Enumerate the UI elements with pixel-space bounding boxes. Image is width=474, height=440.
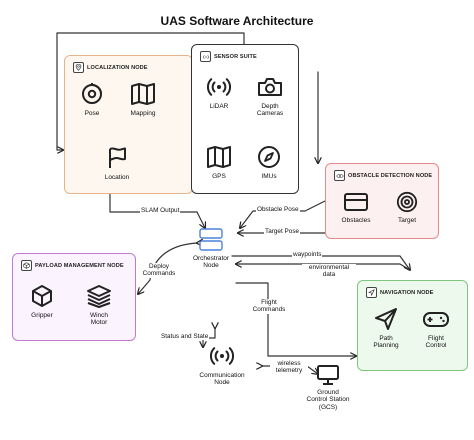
localization-node-title: LOCALIZATION NODE bbox=[73, 62, 148, 73]
depth-cameras-item: Depth Cameras bbox=[250, 75, 290, 118]
pose-item: Pose bbox=[77, 82, 107, 117]
orchestrator-label: Orchestrator Node bbox=[192, 255, 230, 270]
location-pin-icon bbox=[73, 62, 84, 73]
location-label: Location bbox=[104, 174, 130, 181]
pose-label: Pose bbox=[84, 110, 100, 117]
gripper-label: Gripper bbox=[31, 312, 53, 319]
flight-control-item: Flight Control bbox=[416, 307, 456, 350]
orchestrator-stack-icon bbox=[199, 228, 223, 251]
lidar-icon bbox=[207, 78, 231, 96]
radio-waves-icon bbox=[200, 51, 211, 62]
obstacle-pose-label: Obstacle Pose bbox=[256, 206, 300, 214]
depth-cameras-label: Depth Cameras bbox=[256, 103, 284, 118]
mapping-label: Mapping bbox=[130, 110, 156, 117]
wireless-telemetry-label: wireless telemetry bbox=[270, 360, 308, 375]
waypoints-label: waypoints bbox=[292, 251, 323, 259]
imus-label: IMUs bbox=[261, 173, 277, 180]
camera-icon bbox=[258, 78, 282, 96]
map-icon bbox=[131, 83, 155, 105]
stack-icon bbox=[87, 285, 111, 308]
obstacles-item: Obstacles bbox=[336, 191, 376, 224]
lidar-item: LiDAR bbox=[204, 75, 234, 110]
cube-icon bbox=[32, 285, 52, 307]
sensor-suite-title: SENSOR SUITE bbox=[200, 51, 257, 62]
edge-flight-commands bbox=[235, 282, 356, 356]
target-item: Target bbox=[390, 191, 424, 224]
obstacle-detection-node: OBSTACLE DETECTION NODE Obstacles Target bbox=[325, 163, 439, 239]
pose-icon bbox=[82, 83, 102, 104]
gcs-label: Ground Control Station (GCS) bbox=[306, 389, 350, 411]
target-label: Target bbox=[397, 217, 417, 224]
payload-management-title: PAYLOAD MANAGEMENT NODE bbox=[21, 260, 124, 271]
box-icon bbox=[21, 260, 32, 271]
mapping-item: Mapping bbox=[125, 82, 161, 117]
gps-label: GPS bbox=[212, 173, 226, 180]
flight-control-label: Flight Control bbox=[425, 335, 447, 350]
payload-management-node: PAYLOAD MANAGEMENT NODE Gripper Winch Mo… bbox=[12, 253, 136, 341]
orchestrator-node: Orchestrator Node bbox=[186, 227, 236, 270]
lidar-label: LiDAR bbox=[209, 103, 229, 110]
winch-motor-label: Winch Motor bbox=[89, 312, 109, 327]
status-and-state-label: Status and State bbox=[160, 333, 210, 341]
edge-deploy-commands bbox=[138, 243, 197, 294]
obstacles-label: Obstacles bbox=[341, 217, 371, 224]
obstacle-detection-title: OBSTACLE DETECTION NODE bbox=[334, 170, 432, 181]
monitor-icon bbox=[317, 365, 339, 385]
edge-sensor-to-localization bbox=[56, 32, 245, 150]
flag-icon bbox=[109, 147, 126, 168]
edge-environmental-data bbox=[236, 264, 411, 271]
flight-commands-label: Flight Commands bbox=[248, 299, 290, 314]
target-icon bbox=[396, 191, 418, 213]
gps-item: GPS bbox=[202, 145, 236, 180]
ground-control-station: Ground Control Station (GCS) bbox=[302, 364, 354, 411]
environmental-data-label: environmental data bbox=[302, 264, 356, 279]
path-planning-label: Path Planning bbox=[373, 335, 399, 350]
deploy-commands-label: Deploy Commands bbox=[138, 263, 180, 278]
compass-icon bbox=[258, 146, 280, 168]
gripper-item: Gripper bbox=[25, 284, 59, 319]
localization-node: LOCALIZATION NODE Pose Mapping bbox=[64, 55, 193, 194]
navigation-arrow-icon bbox=[366, 287, 377, 298]
target-pose-label: Target Pose bbox=[264, 228, 301, 236]
eye-icon bbox=[334, 170, 345, 181]
broadcast-icon bbox=[210, 347, 234, 365]
path-planning-item: Path Planning bbox=[366, 307, 406, 350]
obstacle-box-icon bbox=[344, 193, 368, 211]
location-item: Location bbox=[99, 146, 135, 181]
slam-output-label: SLAM Output bbox=[140, 207, 181, 215]
edge-waypoints bbox=[231, 255, 410, 270]
communication-label: Communication Node bbox=[199, 372, 245, 387]
communication-node: Communication Node bbox=[196, 344, 248, 387]
gps-map-icon bbox=[207, 146, 231, 168]
send-icon bbox=[375, 308, 397, 330]
imus-item: IMUs bbox=[252, 145, 286, 180]
diagram-title: UAS Software Architecture bbox=[160, 14, 314, 28]
edge-obstacle-pose bbox=[240, 199, 328, 228]
navigation-node: NAVIGATION NODE Path Planning Flight Con… bbox=[357, 280, 468, 371]
winch-motor-item: Winch Motor bbox=[79, 284, 119, 327]
gamepad-icon bbox=[423, 312, 449, 327]
sensor-suite: SENSOR SUITE LiDAR Depth Cameras GPS bbox=[191, 44, 299, 194]
navigation-node-title: NAVIGATION NODE bbox=[366, 287, 434, 298]
